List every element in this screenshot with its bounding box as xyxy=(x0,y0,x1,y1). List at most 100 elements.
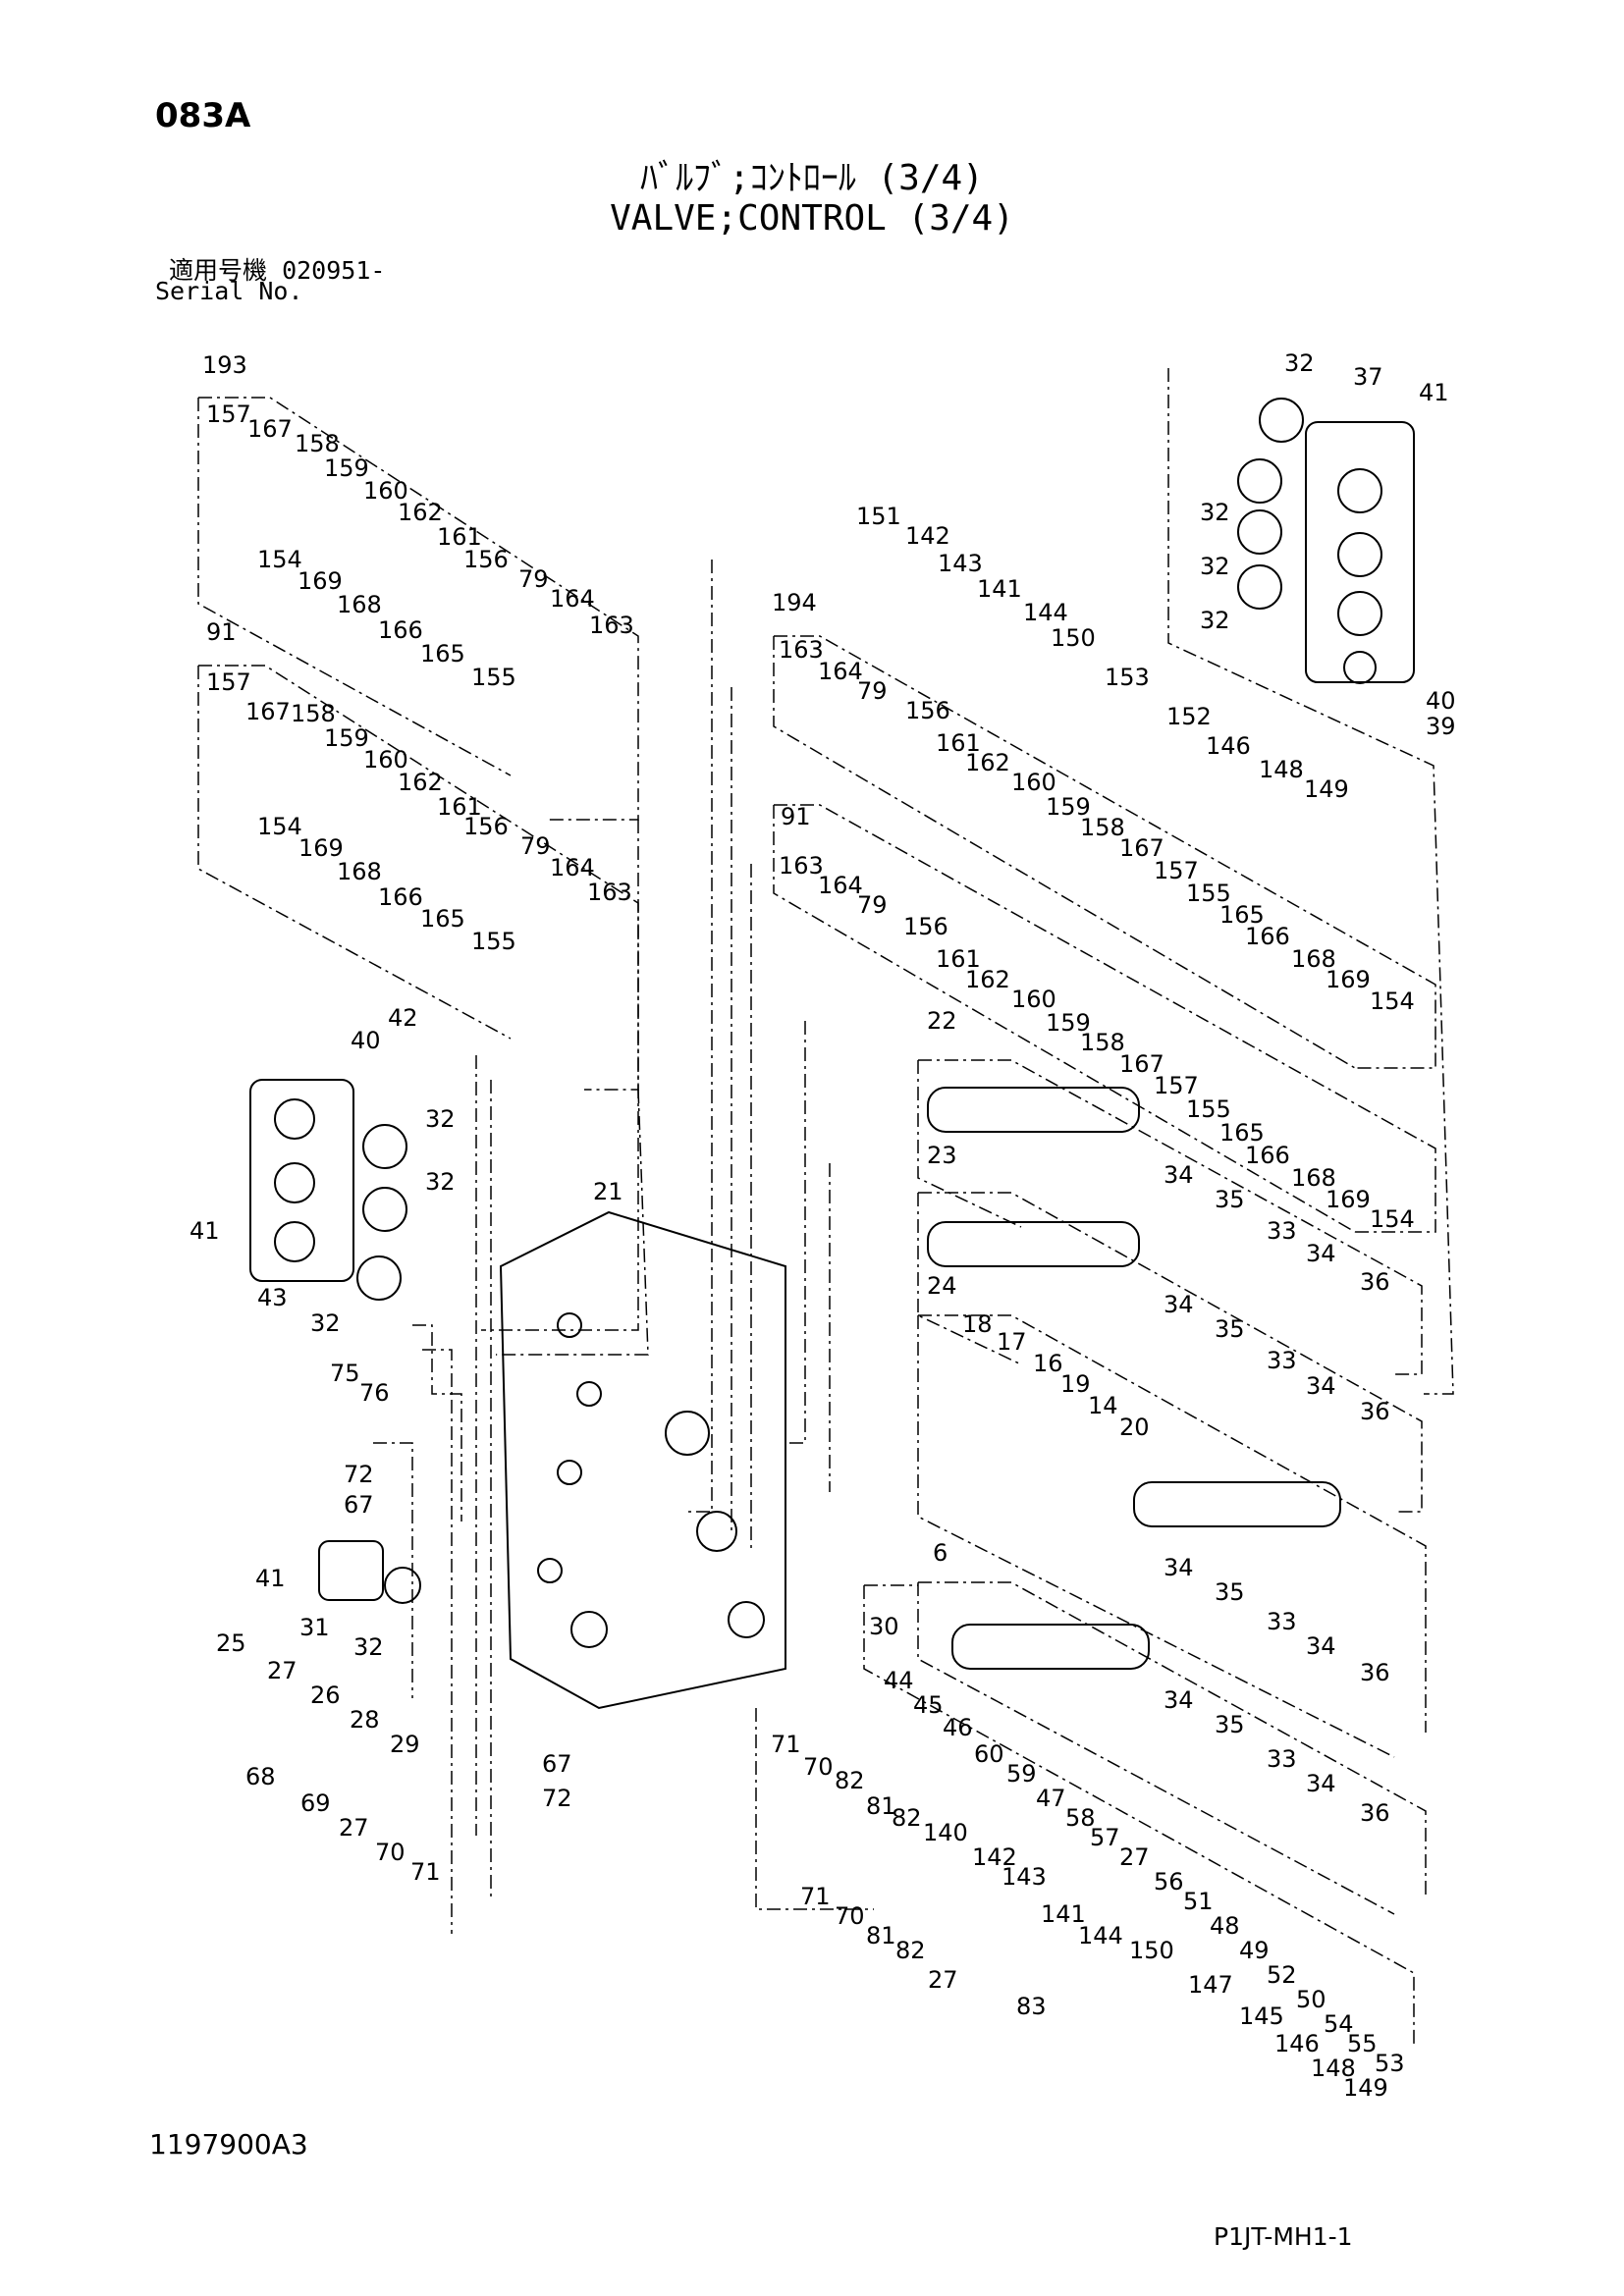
callout-34: 34 xyxy=(1306,1632,1336,1660)
callout-165: 165 xyxy=(1219,1119,1265,1147)
callout-167: 167 xyxy=(245,698,291,725)
callout-26: 26 xyxy=(310,1682,341,1709)
callout-34: 34 xyxy=(1164,1686,1194,1714)
callout-168: 168 xyxy=(1291,945,1336,973)
callout-146: 146 xyxy=(1274,2030,1320,2057)
callout-150: 150 xyxy=(1051,624,1096,652)
callout-158: 158 xyxy=(291,700,336,727)
callout-194: 194 xyxy=(772,589,817,616)
callout-70: 70 xyxy=(835,1902,865,1930)
callout-166: 166 xyxy=(378,883,423,911)
callout-67: 67 xyxy=(542,1750,572,1778)
callout-91: 91 xyxy=(781,803,811,830)
callout-152: 152 xyxy=(1166,703,1212,730)
callout-34: 34 xyxy=(1164,1554,1194,1581)
callout-163: 163 xyxy=(587,879,632,906)
callout-35: 35 xyxy=(1215,1315,1245,1343)
callout-161: 161 xyxy=(936,729,981,757)
callout-143: 143 xyxy=(1001,1863,1047,1891)
callout-141: 141 xyxy=(977,575,1022,603)
callout-79: 79 xyxy=(857,677,888,705)
callout-48: 48 xyxy=(1210,1912,1240,1940)
callout-154: 154 xyxy=(257,813,302,840)
callout-165: 165 xyxy=(420,905,465,933)
callout-162: 162 xyxy=(398,769,443,796)
callout-165: 165 xyxy=(420,640,465,667)
callout-166: 166 xyxy=(1245,1142,1290,1169)
callout-72: 72 xyxy=(344,1461,374,1488)
callout-166: 166 xyxy=(1245,923,1290,950)
callout-160: 160 xyxy=(363,477,408,505)
callout-27: 27 xyxy=(1119,1843,1150,1871)
callout-47: 47 xyxy=(1036,1785,1066,1812)
callout-45: 45 xyxy=(913,1691,944,1719)
callout-33: 33 xyxy=(1267,1745,1297,1773)
callout-157: 157 xyxy=(1154,857,1199,884)
callout-76: 76 xyxy=(359,1379,390,1407)
callout-91: 91 xyxy=(206,618,237,646)
part-shapes xyxy=(249,398,1415,1710)
callout-39: 39 xyxy=(1426,713,1456,740)
callout-24: 24 xyxy=(927,1272,957,1300)
callout-148: 148 xyxy=(1311,2055,1356,2082)
callout-164: 164 xyxy=(818,658,863,685)
callout-35: 35 xyxy=(1215,1578,1245,1606)
callout-155: 155 xyxy=(1186,880,1231,907)
callout-79: 79 xyxy=(857,891,888,919)
callout-18: 18 xyxy=(962,1310,993,1338)
callout-68: 68 xyxy=(245,1763,276,1790)
callout-56: 56 xyxy=(1154,1868,1184,1896)
callout-164: 164 xyxy=(550,854,595,881)
callout-41: 41 xyxy=(255,1565,286,1592)
callout-144: 144 xyxy=(1023,599,1068,626)
callout-55: 55 xyxy=(1347,2030,1378,2057)
callout-161: 161 xyxy=(437,793,482,821)
callout-34: 34 xyxy=(1164,1161,1194,1189)
callout-166: 166 xyxy=(378,616,423,644)
callout-36: 36 xyxy=(1360,1799,1390,1827)
leader-lines xyxy=(197,368,1454,2047)
callout-142: 142 xyxy=(905,522,950,550)
callout-43: 43 xyxy=(257,1284,288,1311)
callout-168: 168 xyxy=(337,591,382,618)
page-code: 083A xyxy=(155,96,251,135)
callout-32: 32 xyxy=(425,1168,456,1196)
callout-83: 83 xyxy=(1016,1993,1047,2020)
callout-69: 69 xyxy=(300,1789,331,1817)
callout-143: 143 xyxy=(938,550,983,577)
title-japanese: ﾊﾞﾙﾌﾞ;ｺﾝﾄﾛｰﾙ (3/4) xyxy=(640,158,984,198)
callout-71: 71 xyxy=(771,1731,801,1758)
callout-32: 32 xyxy=(425,1105,456,1133)
callout-32: 32 xyxy=(1200,607,1230,634)
callout-159: 159 xyxy=(324,454,369,482)
callout-156: 156 xyxy=(463,546,509,573)
callout-169: 169 xyxy=(1326,966,1371,993)
serial-label-japanese: 適用号機 020951- xyxy=(169,251,385,287)
callout-41: 41 xyxy=(1419,379,1449,406)
callout-145: 145 xyxy=(1239,2002,1284,2030)
callout-36: 36 xyxy=(1360,1268,1390,1296)
callout-193: 193 xyxy=(202,351,247,379)
callout-36: 36 xyxy=(1360,1398,1390,1425)
callout-34: 34 xyxy=(1306,1372,1336,1400)
callout-157: 157 xyxy=(206,400,251,428)
callout-34: 34 xyxy=(1306,1770,1336,1797)
callout-163: 163 xyxy=(779,636,824,664)
callout-79: 79 xyxy=(518,565,549,593)
callout-42: 42 xyxy=(388,1004,418,1032)
callout-71: 71 xyxy=(800,1883,831,1910)
callout-151: 151 xyxy=(856,503,901,530)
sheet-code: P1JT-MH1-1 xyxy=(1214,2222,1353,2251)
callout-82: 82 xyxy=(835,1767,865,1794)
callout-21: 21 xyxy=(593,1178,623,1205)
callout-168: 168 xyxy=(337,858,382,885)
callout-81: 81 xyxy=(866,1792,896,1820)
callout-33: 33 xyxy=(1267,1608,1297,1635)
callout-60: 60 xyxy=(974,1740,1004,1768)
callout-labels: 1931571671581591601621611567916416315416… xyxy=(189,349,1456,2102)
callout-156: 156 xyxy=(905,697,950,724)
callout-70: 70 xyxy=(375,1839,406,1866)
callout-156: 156 xyxy=(463,813,509,840)
callout-72: 72 xyxy=(542,1785,572,1812)
